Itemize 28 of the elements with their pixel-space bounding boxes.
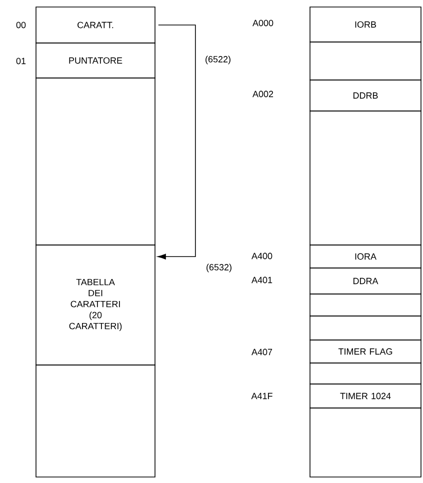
memory-cell: CARATT. — [36, 6, 156, 44]
memory-cell: DDRB — [310, 80, 422, 112]
memory-cell: IORA — [310, 244, 422, 268]
memory-cell: DDRA — [310, 268, 422, 294]
memory-cell — [36, 78, 156, 246]
memory-cell: TIMER FLAG — [310, 340, 422, 364]
memory-cell — [36, 364, 156, 478]
address-label: (6532) — [206, 264, 232, 272]
memory-cell: TIMER 1024 — [310, 384, 422, 408]
memory-cell — [310, 316, 422, 340]
memory-cell — [310, 294, 422, 316]
address-label: A407 — [252, 348, 272, 356]
memory-cell — [310, 362, 422, 384]
address-label: A002 — [252, 90, 274, 98]
address-label: A400 — [252, 252, 272, 260]
memory-cell — [310, 42, 422, 80]
memory-cell — [310, 110, 422, 246]
address-label: A000 — [252, 20, 274, 26]
address-label: 01 — [16, 58, 26, 64]
memory-cell: TABELLA DEI CARATTERI (20 CARATTERI) — [36, 244, 156, 366]
memory-cell: PUNTATORE — [36, 42, 156, 78]
arrow — [158, 24, 196, 260]
address-label: A401 — [252, 276, 272, 284]
memory-cell: IORB — [310, 6, 422, 42]
address-label: 00 — [16, 22, 26, 28]
address-label: A41F — [251, 392, 272, 400]
address-label: (6522) — [206, 56, 230, 64]
memory-cell — [310, 408, 422, 478]
